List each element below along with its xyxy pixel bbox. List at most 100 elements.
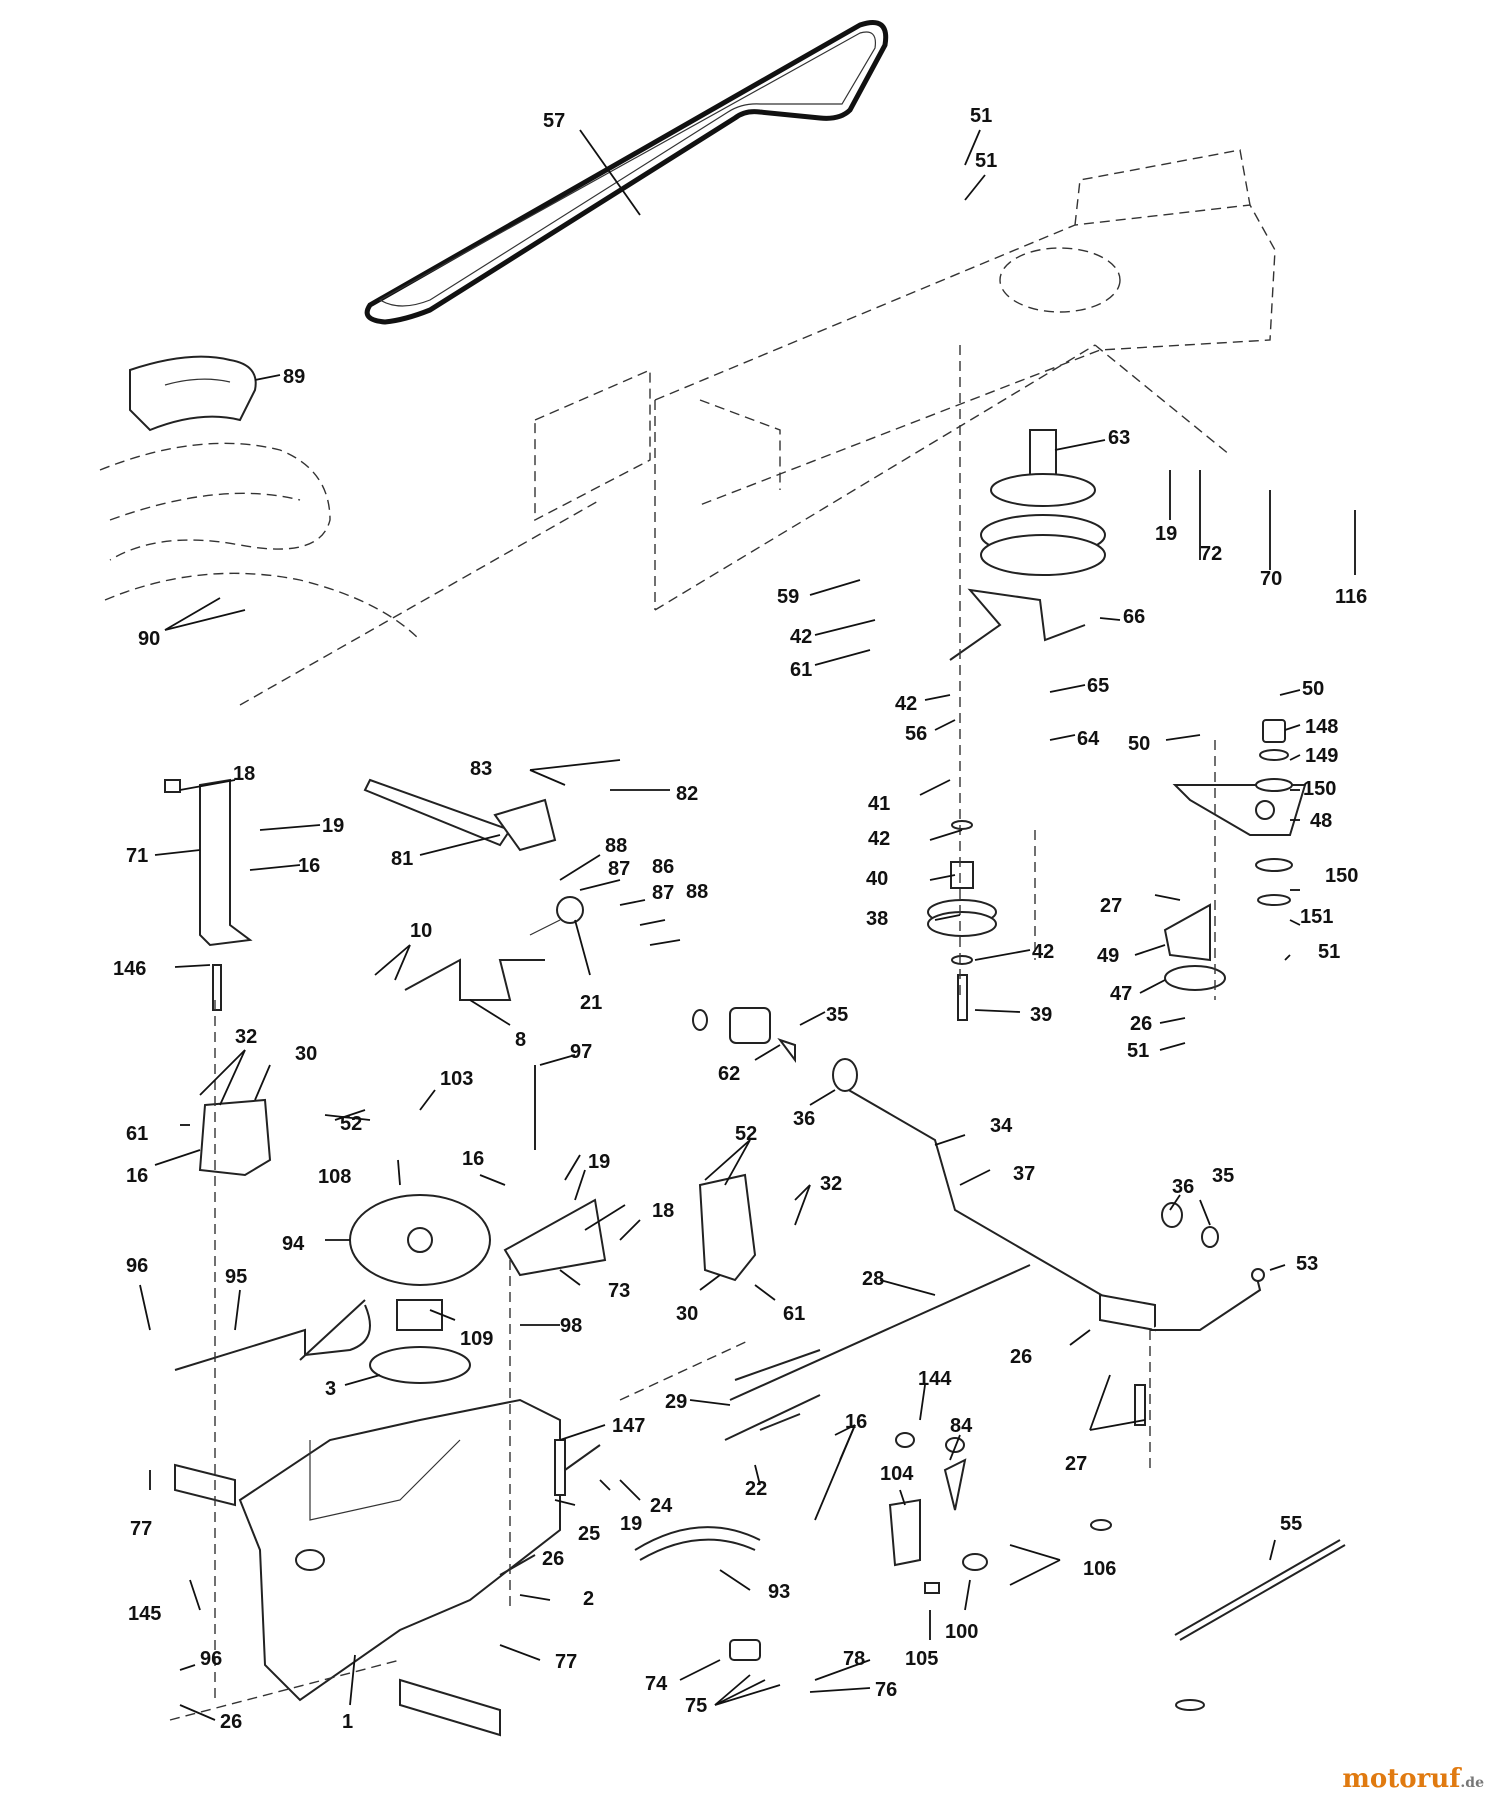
callout-35: 35	[1212, 1165, 1234, 1187]
callout-86: 86	[652, 856, 674, 878]
transaxle	[174, 1398, 561, 1737]
callout-24: 24	[650, 1495, 673, 1517]
callout-32: 32	[820, 1173, 842, 1195]
idler-bracket	[1172, 784, 1307, 836]
callout-52: 52	[340, 1113, 362, 1135]
callout-77: 77	[555, 1651, 577, 1673]
callout-146: 146	[113, 958, 146, 980]
callout-88: 88	[605, 835, 627, 857]
bracket-30-right	[698, 1173, 757, 1282]
shift-cover	[129, 355, 257, 432]
callout-26: 26	[542, 1548, 564, 1570]
callout-90: 90	[138, 628, 160, 650]
callout-71: 71	[126, 845, 148, 867]
callout-109: 109	[460, 1328, 493, 1350]
callout-34: 34	[990, 1115, 1013, 1137]
callout-96: 96	[200, 1648, 222, 1670]
callout-149: 149	[1305, 745, 1338, 767]
callout-61: 61	[126, 1123, 148, 1145]
callout-106: 106	[1083, 1558, 1116, 1580]
callout-36: 36	[1172, 1176, 1194, 1198]
callout-49: 49	[1097, 945, 1119, 967]
shift-rod-bracket	[503, 1065, 607, 1277]
callout-72: 72	[1200, 543, 1222, 565]
callout-51: 51	[1318, 941, 1340, 963]
tractor-frame-outline	[239, 149, 1276, 706]
callout-27: 27	[1065, 1453, 1087, 1475]
watermark-tld: .de	[1460, 1775, 1484, 1791]
callout-16: 16	[126, 1165, 148, 1187]
callout-148: 148	[1305, 716, 1338, 738]
callout-105: 105	[905, 1648, 938, 1670]
callout-labels: 57 51 51 89 63 19 72 70 116 90 59 42 61 …	[113, 105, 1367, 1733]
callout-74: 74	[645, 1673, 668, 1695]
callout-42: 42	[868, 828, 890, 850]
drive-belt	[364, 20, 889, 325]
callout-50: 50	[1128, 733, 1150, 755]
clutch-rod-28	[724, 1264, 1031, 1441]
belt-guide	[949, 588, 1086, 661]
callout-26: 26	[220, 1711, 242, 1733]
callout-75: 75	[685, 1695, 707, 1717]
spring-95	[174, 1299, 371, 1371]
callout-32: 32	[235, 1026, 257, 1048]
callout-35: 35	[826, 1004, 848, 1026]
callout-51: 51	[975, 150, 997, 172]
shift-lever	[363, 778, 584, 1001]
callout-2: 2	[583, 1588, 594, 1610]
callout-19: 19	[620, 1513, 642, 1535]
callout-76: 76	[875, 1679, 897, 1701]
rod-53	[1150, 1268, 1265, 1331]
callout-82: 82	[676, 783, 698, 805]
callout-41: 41	[868, 793, 890, 815]
callout-21: 21	[580, 992, 602, 1014]
fender-outline	[99, 442, 421, 641]
callout-39: 39	[1030, 1004, 1052, 1026]
callout-87: 87	[608, 858, 630, 880]
spacer-stack	[1255, 719, 1293, 906]
callout-66: 66	[1123, 606, 1145, 628]
callout-88: 88	[686, 881, 708, 903]
callout-87: 87	[652, 882, 674, 904]
callout-98: 98	[560, 1315, 582, 1337]
callout-147: 147	[612, 1415, 645, 1437]
callout-103: 103	[440, 1068, 473, 1090]
callout-145: 145	[128, 1603, 161, 1625]
callout-150: 150	[1303, 778, 1336, 800]
callout-73: 73	[608, 1280, 630, 1302]
mid-pulley	[927, 820, 997, 1021]
engine-pulley	[980, 429, 1106, 576]
callout-89: 89	[283, 366, 305, 388]
callout-144: 144	[918, 1368, 952, 1390]
callout-42: 42	[895, 693, 917, 715]
callout-100: 100	[945, 1621, 978, 1643]
callout-26: 26	[1010, 1346, 1032, 1368]
callout-108: 108	[318, 1166, 351, 1188]
brake-rod-34	[729, 1007, 1156, 1332]
cooling-fan	[349, 1194, 491, 1384]
callout-22: 22	[745, 1478, 767, 1500]
callout-16: 16	[298, 855, 320, 877]
callout-37: 37	[1013, 1163, 1035, 1185]
callout-10: 10	[410, 920, 432, 942]
callout-63: 63	[1108, 427, 1130, 449]
callout-95: 95	[225, 1266, 247, 1288]
callout-51: 51	[970, 105, 992, 127]
small-parts	[499, 1009, 1219, 1711]
callout-83: 83	[470, 758, 492, 780]
callout-59: 59	[777, 586, 799, 608]
callout-94: 94	[282, 1233, 305, 1255]
callout-96: 96	[126, 1255, 148, 1277]
leader-lines	[139, 129, 1356, 1721]
callout-27: 27	[1100, 895, 1122, 917]
callout-8: 8	[515, 1029, 526, 1051]
callout-30: 30	[676, 1303, 698, 1325]
callout-53: 53	[1296, 1253, 1318, 1275]
callout-97: 97	[570, 1041, 592, 1063]
callout-48: 48	[1310, 810, 1332, 832]
callout-81: 81	[391, 848, 413, 870]
bracket-30-left	[198, 1098, 272, 1177]
callout-42: 42	[790, 626, 812, 648]
callout-84: 84	[950, 1415, 973, 1437]
callout-19: 19	[588, 1151, 610, 1173]
